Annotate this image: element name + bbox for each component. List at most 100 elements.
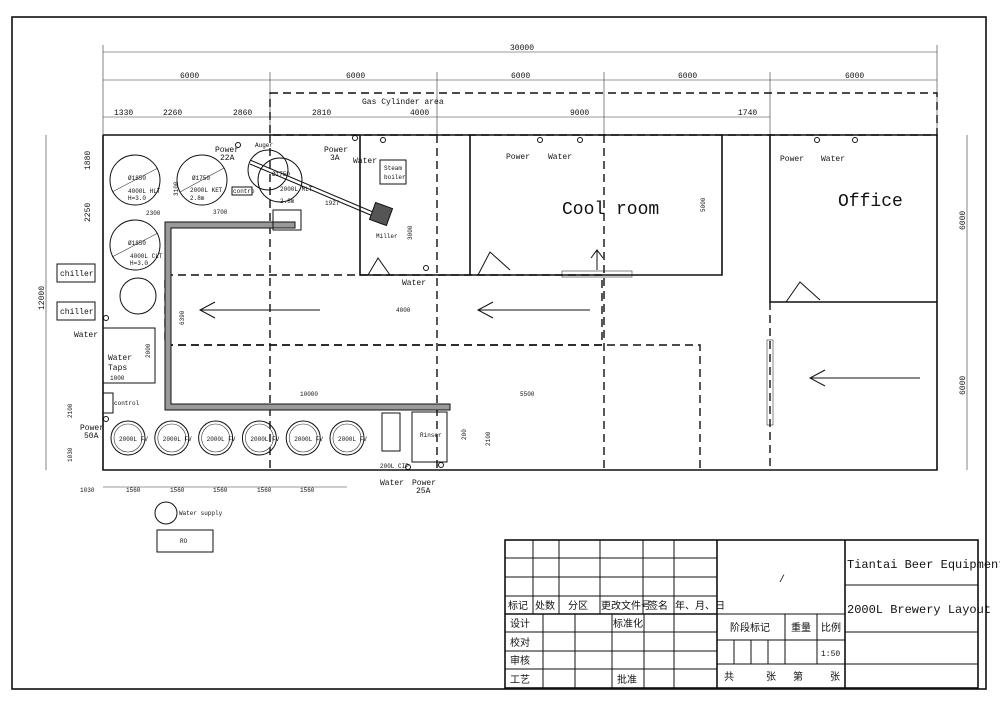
fermenter-tank: [329, 420, 365, 456]
svg-text:第: 第: [793, 670, 803, 683]
svg-text:6000: 6000: [959, 376, 968, 395]
fermenter-tank: [285, 420, 321, 456]
svg-text:boiler: boiler: [384, 174, 406, 181]
svg-text:6000: 6000: [959, 211, 968, 230]
svg-text:6000: 6000: [678, 72, 697, 81]
svg-text:2100: 2100: [485, 431, 492, 446]
fermenter-inner: [157, 423, 187, 453]
svg-text:1000: 1000: [110, 375, 125, 382]
hot-liquor-tank: Ø1850 4000L HLT H=3.0: [109, 154, 161, 206]
svg-text:Water: Water: [548, 153, 572, 162]
svg-text:5000: 5000: [700, 197, 707, 212]
fermenter-inner: [288, 423, 318, 453]
svg-text:比例: 比例: [821, 621, 841, 634]
fermenter-label: 2000L FV: [119, 436, 148, 443]
title-block: / Tiantai Beer Equipment 2000L Brewery L…: [504, 539, 1000, 689]
svg-text:更改文件号: 更改文件号: [601, 599, 651, 612]
svg-text:6000: 6000: [180, 72, 199, 81]
svg-text:control: control: [114, 400, 140, 407]
building-outline: [102, 134, 938, 471]
svg-text:张: 张: [766, 671, 776, 683]
platform-stairs: [272, 209, 302, 231]
steam-boiler: [379, 159, 407, 185]
fermenter-tank: [198, 420, 234, 456]
fermenter-label: 2000L FV: [207, 436, 236, 443]
svg-text:重量: 重量: [791, 621, 811, 634]
svg-text:200: 200: [461, 429, 468, 440]
svg-text:H=3.0: H=3.0: [128, 195, 146, 202]
svg-text:1560: 1560: [170, 487, 185, 494]
svg-text:签名: 签名: [648, 599, 668, 612]
svg-text:4000L HLT: 4000L HLT: [128, 188, 161, 195]
svg-text:Water: Water: [74, 331, 98, 340]
svg-text:2100: 2100: [67, 403, 74, 418]
cool-room-label: Cool room: [562, 200, 659, 220]
svg-text:2000L MLT: 2000L MLT: [280, 186, 313, 193]
svg-text:Power: Power: [80, 424, 104, 433]
svg-text:3000: 3000: [407, 225, 414, 240]
company-name: Tiantai Beer Equipment: [847, 558, 1000, 572]
svg-text:6390: 6390: [179, 310, 186, 325]
control-box: [231, 186, 253, 196]
svg-text:6000: 6000: [346, 72, 365, 81]
svg-text:2000L KET: 2000L KET: [190, 187, 223, 194]
svg-text:chiller: chiller: [60, 270, 94, 279]
drawing-title: 2000L Brewery Layout: [847, 603, 991, 617]
svg-text:contro: contro: [233, 188, 255, 195]
gas-cylinder-area-label: Gas Cylinder area: [362, 98, 444, 107]
svg-text:22A: 22A: [220, 154, 235, 163]
svg-text:共: 共: [724, 671, 734, 683]
svg-text:Water: Water: [108, 354, 132, 363]
svg-text:设计: 设计: [510, 617, 530, 630]
svg-text:2260: 2260: [163, 109, 182, 118]
miller: [368, 201, 394, 227]
svg-text:2250: 2250: [84, 203, 93, 222]
svg-text:Power: Power: [780, 155, 804, 164]
svg-text:Ø1850: Ø1850: [128, 175, 146, 182]
svg-text:Water: Water: [380, 479, 404, 488]
svg-text:Taps: Taps: [108, 364, 127, 373]
fermenter-label: 2000L FV: [294, 436, 323, 443]
chiller-2: [56, 301, 96, 321]
fermenter-tank: [110, 420, 146, 456]
svg-text:Power: Power: [324, 146, 348, 155]
fermenter-inner: [201, 423, 230, 453]
svg-text:Miller: Miller: [376, 233, 398, 240]
svg-text:审核: 审核: [510, 654, 530, 667]
svg-text:1560: 1560: [213, 487, 228, 494]
svg-text:2.8m: 2.8m: [190, 195, 205, 202]
svg-text:5500: 5500: [520, 391, 535, 398]
rinser: [411, 411, 448, 463]
svg-text:Water: Water: [353, 157, 377, 166]
svg-text:Water: Water: [402, 279, 426, 288]
svg-text:12000: 12000: [38, 286, 47, 310]
svg-text:H=3.0: H=3.0: [130, 260, 148, 267]
control-panel: [102, 392, 114, 414]
fermenter-label: 2000L FV: [338, 436, 367, 443]
svg-text:6000: 6000: [845, 72, 864, 81]
svg-text:1740: 1740: [738, 109, 757, 118]
svg-text:阶段标记: 阶段标记: [730, 621, 770, 634]
svg-text:Water: Water: [821, 155, 845, 164]
svg-text:50A: 50A: [84, 432, 99, 441]
office-label: Office: [838, 192, 903, 212]
brew-kettle: Ø1750 2000L KET 2.8m: [176, 154, 228, 206]
svg-text:6000: 6000: [511, 72, 530, 81]
fermenter-label: 2000L FV: [163, 436, 192, 443]
svg-text:2.8m: 2.8m: [280, 198, 295, 205]
svg-text:Power: Power: [215, 146, 239, 155]
fermenter-inner: [332, 423, 362, 453]
scale-value: 1:50: [821, 650, 840, 659]
heat-exchanger: [119, 277, 157, 315]
svg-text:1927: 1927: [325, 200, 340, 207]
svg-text:1030: 1030: [80, 487, 95, 494]
fermenter-inner: [245, 423, 274, 453]
svg-text:1880: 1880: [84, 151, 93, 170]
svg-text:200L CIP: 200L CIP: [380, 463, 409, 470]
svg-text:Ø1750: Ø1750: [272, 171, 290, 178]
svg-text:Power: Power: [412, 479, 436, 488]
svg-text:张: 张: [830, 671, 840, 683]
svg-text:Steam: Steam: [384, 165, 402, 172]
svg-text:RO: RO: [180, 538, 188, 545]
